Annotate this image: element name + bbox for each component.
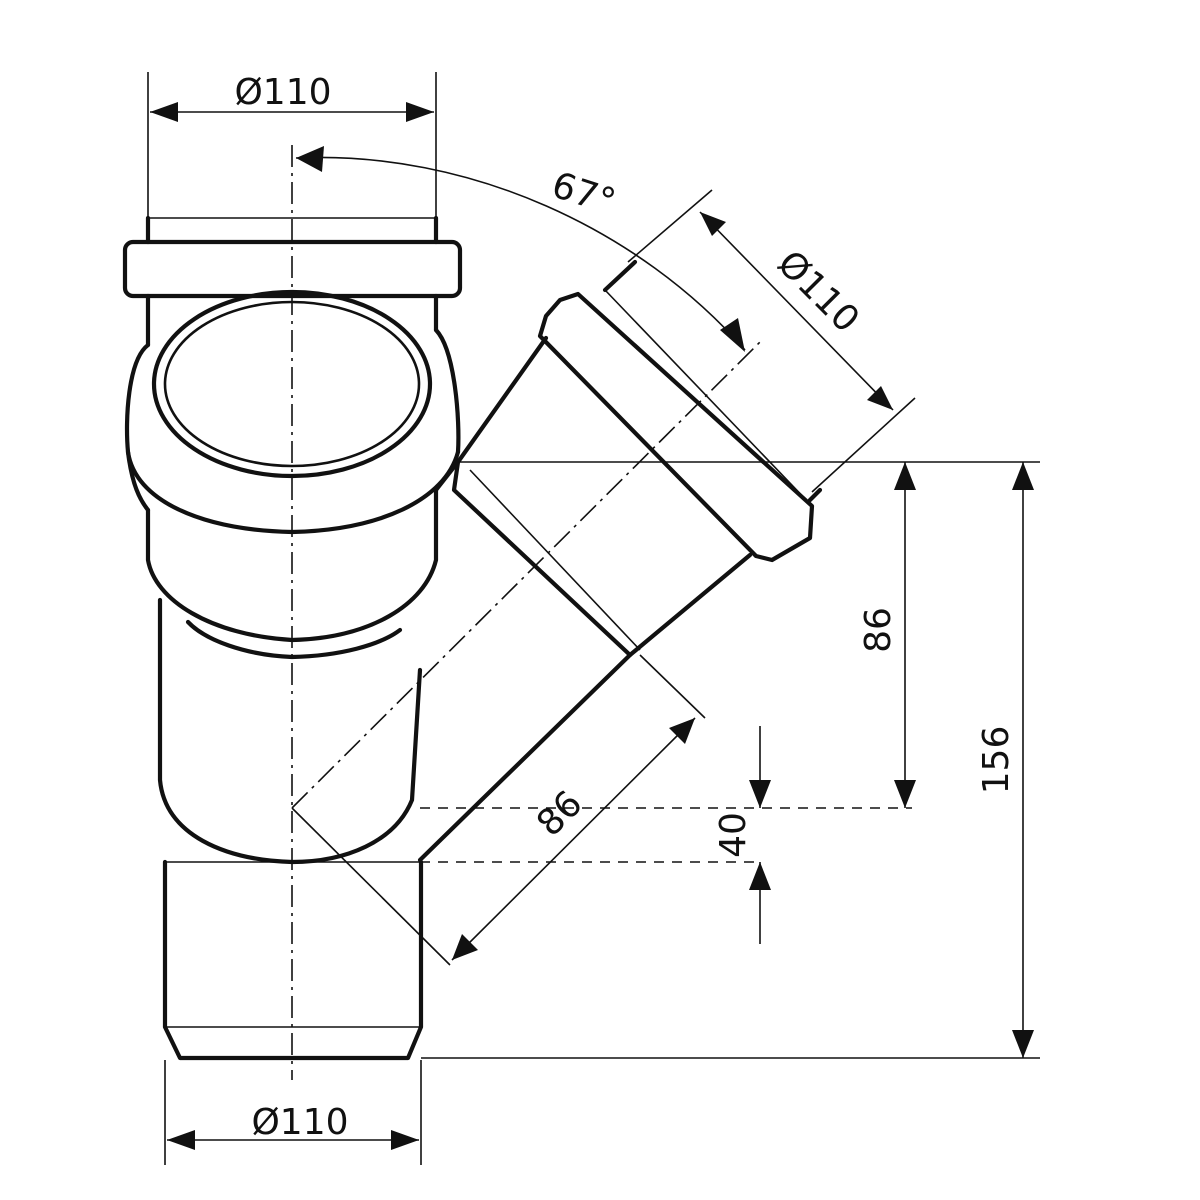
dimension-top-diameter <box>150 102 434 122</box>
dimension-bottom-diameter <box>167 1130 419 1150</box>
dimension-branch-diameter <box>699 211 894 411</box>
bottom-diameter-label: Ø110 <box>251 1102 348 1143</box>
top-spigot <box>145 215 439 245</box>
dimension-branch-height <box>894 462 916 808</box>
branch-seal-ring <box>537 291 815 563</box>
center-lines <box>291 145 912 1080</box>
dimension-offset <box>749 726 771 944</box>
top-diameter-label: Ø110 <box>234 72 331 113</box>
total-height-label: 156 <box>976 726 1017 795</box>
offset-label: 40 <box>713 812 754 858</box>
branch-height-label: 86 <box>858 607 899 653</box>
branch-length-label: 86 <box>529 783 590 844</box>
branch-axis <box>291 341 761 809</box>
branch-diameter-label: Ø110 <box>769 243 867 341</box>
extension-lines <box>147 72 1040 1165</box>
dimension-total-height <box>1012 462 1034 1058</box>
dimension-branch-length <box>451 717 696 961</box>
dimension-angle <box>295 146 746 352</box>
tail-pipe <box>162 859 424 1061</box>
branch-pipe <box>417 259 823 863</box>
angle-label: 67° <box>547 165 620 224</box>
socket-opening-outer <box>151 289 433 479</box>
